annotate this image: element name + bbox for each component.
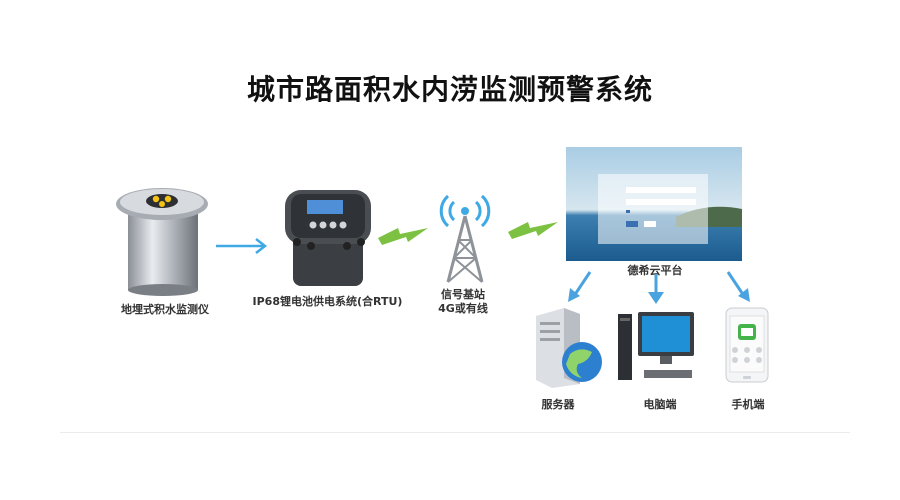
- server-label: 服务器: [541, 398, 575, 411]
- tower-label-1: 信号基站: [441, 288, 485, 301]
- signal-bolt-icon: [378, 228, 428, 245]
- right-arrow-icon: [216, 238, 268, 254]
- server-icon: [536, 308, 602, 388]
- rtu-label: IP68锂电池供电系统(合RTU): [252, 295, 403, 308]
- tower-label-2: 4G或有线: [438, 302, 488, 315]
- arrow-down-right-icon: [726, 271, 750, 302]
- platform-label: 德希云平台: [627, 264, 683, 277]
- page-title: 城市路面积水内涝监测预警系统: [246, 73, 653, 106]
- signal-tower-icon: [439, 194, 491, 283]
- signal-bolt-icon: [508, 222, 558, 239]
- water-level-sensor-icon: [116, 188, 208, 296]
- rtu-device-icon: [285, 190, 371, 286]
- bottom-divider: [60, 432, 850, 433]
- arrow-down-icon: [648, 274, 664, 304]
- mobile-label: 手机端: [731, 398, 765, 411]
- arrow-down-left-icon: [568, 271, 592, 302]
- mobile-phone-icon: [725, 307, 769, 383]
- desktop-computer-icon: [618, 312, 694, 380]
- pc-label: 电脑端: [643, 398, 677, 411]
- sensor-label: 地埋式积水监测仪: [121, 303, 209, 316]
- cloud-platform-screen: [566, 147, 742, 261]
